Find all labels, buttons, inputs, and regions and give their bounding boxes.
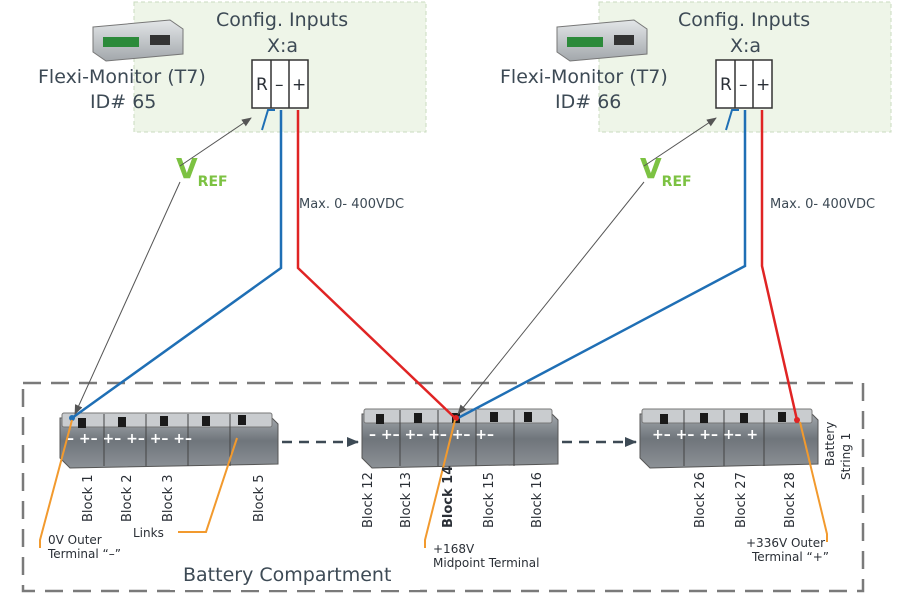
block-label: Block 14 — [441, 466, 456, 528]
callout-leader-links — [178, 437, 238, 533]
callout-zero-line2: Terminal “–” — [47, 547, 121, 561]
terminal-dot — [794, 417, 800, 423]
callout-mid-line2: Midpoint Terminal — [433, 556, 539, 570]
battery-string-label: String 1 — [839, 433, 853, 480]
callout-leader-top — [799, 421, 828, 542]
battery-group-3: +– +– +– +– + — [639, 408, 819, 469]
vref-arrow — [74, 181, 181, 415]
block-label: Block 15 — [482, 472, 497, 528]
terminal-block: R – + — [251, 59, 309, 131]
vref-arrow — [179, 117, 252, 167]
terminal-dot — [453, 415, 459, 421]
device-image — [92, 19, 184, 62]
compartment-label: Battery Compartment — [183, 564, 391, 586]
block-label: Block 2 — [120, 474, 135, 522]
block-label: Block 28 — [783, 472, 798, 528]
positive-wire-2 — [760, 110, 799, 421]
block-label: Block 5 — [252, 474, 267, 522]
battery-group-1: – +– +– +– +– +– — [59, 412, 279, 469]
terminal-minus: – — [275, 75, 284, 95]
block-label: Block 3 — [161, 474, 176, 522]
config-inputs-title: Config. Inputs — [216, 9, 348, 31]
battery-compartment-frame — [21, 381, 865, 593]
terminal-r: R — [256, 75, 268, 95]
terminal-r: R — [720, 75, 732, 95]
vref-label: VREF — [176, 152, 228, 190]
polarity-marks: – +– +– +– +– +– — [369, 427, 494, 443]
block-label: Block 26 — [693, 472, 708, 528]
positive-wire-1 — [296, 110, 456, 419]
polarity-marks: – +– +– +– +– +– — [67, 431, 192, 447]
callout-leader-mid — [424, 419, 456, 548]
callout-links: Links — [133, 526, 164, 540]
vref-arrow — [457, 181, 645, 415]
monitor-panel-1: Config. Inputs X:a Flexi-Monitor (T7) ID… — [38, 1, 427, 212]
polarity-marks: +– +– +– +– + — [652, 427, 758, 443]
callout-leader-zero — [39, 419, 73, 548]
monitor-id: ID# 65 — [90, 91, 156, 113]
terminal-plus: + — [292, 75, 306, 95]
block-label: Block 16 — [530, 472, 545, 528]
battery-string-label: Battery — [823, 422, 837, 466]
config-inputs-title: Config. Inputs — [678, 9, 810, 31]
block-label: Block 1 — [81, 474, 96, 522]
monitor-name: Flexi-Monitor (T7) — [500, 66, 668, 88]
terminal-plus: + — [756, 75, 770, 95]
terminal-minus: – — [739, 75, 748, 95]
negative-wire-1 — [71, 110, 283, 420]
port-label: X:a — [267, 35, 298, 57]
negative-wire-2 — [457, 110, 747, 420]
port-label: X:a — [730, 35, 761, 57]
callout-zero-line1: 0V Outer — [48, 533, 102, 547]
monitor-id: ID# 66 — [555, 91, 621, 113]
vref-label: VREF — [640, 152, 692, 190]
device-image — [556, 19, 648, 62]
vref-jumper — [261, 109, 275, 131]
monitor-panel-2: Config. Inputs X:a Flexi-Monitor (T7) ID… — [500, 1, 892, 212]
vref-jumper — [725, 109, 739, 131]
terminal-dot — [69, 415, 75, 421]
block-label: Block 27 — [734, 472, 749, 528]
callout-top-line2: Terminal “+” — [751, 550, 829, 564]
voltage-range-label: Max. 0- 400VDC — [770, 197, 875, 212]
voltage-range-label: Max. 0- 400VDC — [299, 197, 404, 212]
compartment-label-bg — [170, 560, 420, 590]
terminal-block: R – + — [715, 59, 773, 131]
callout-mid-line1: +168V — [433, 542, 475, 556]
block-label: Block 13 — [399, 472, 414, 528]
callout-top-line1: +336V Outer — [746, 536, 825, 550]
vref-arrow — [643, 117, 717, 167]
block-label: Block 12 — [361, 472, 376, 528]
monitor-name: Flexi-Monitor (T7) — [38, 66, 206, 88]
